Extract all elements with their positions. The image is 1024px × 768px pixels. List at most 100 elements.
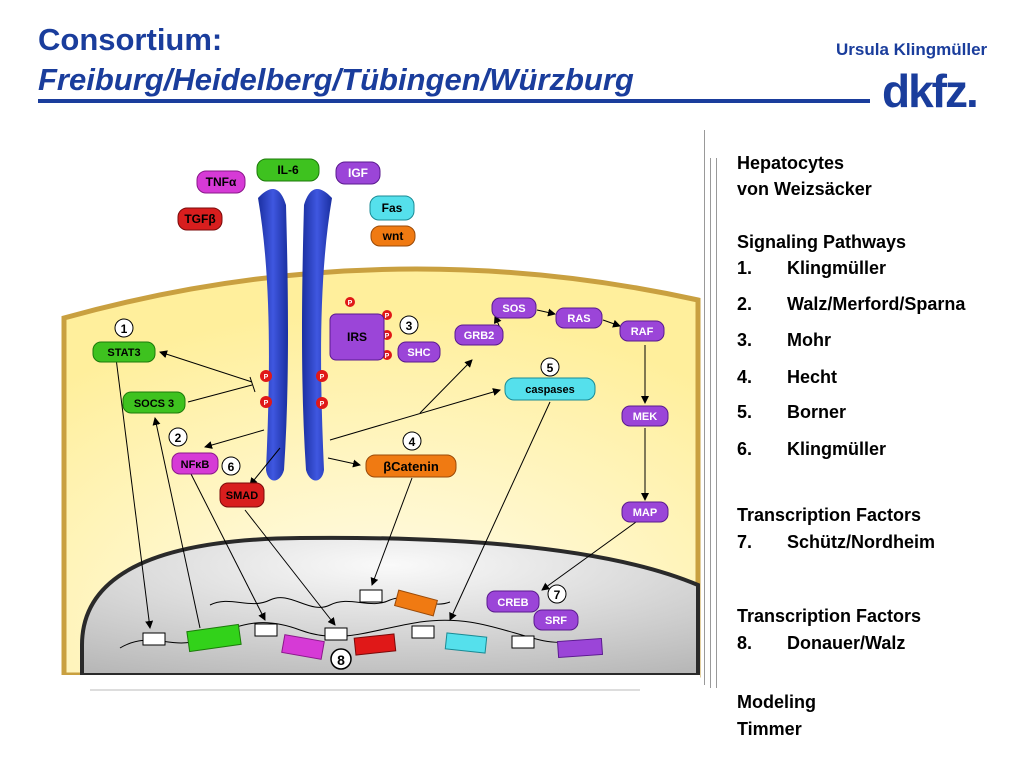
tf-item-2: 8.Donauer/Walz xyxy=(737,633,906,653)
gene-bcatenin-target xyxy=(393,589,439,617)
node-ras: RAS xyxy=(555,307,603,329)
svg-text:1: 1 xyxy=(121,322,128,336)
svg-text:RAS: RAS xyxy=(567,313,590,325)
marker-2: 2 xyxy=(168,427,188,447)
gene-stat3-target xyxy=(186,623,242,653)
wnt-ligand: wnt xyxy=(370,225,416,247)
node-irs: IRS xyxy=(329,313,385,361)
svg-text:RAF: RAF xyxy=(631,326,654,338)
svg-text:βCatenin: βCatenin xyxy=(383,459,439,474)
svg-text:IGF: IGF xyxy=(348,166,368,180)
signaling-arrows xyxy=(115,308,649,629)
divider-line xyxy=(704,130,705,685)
promoter-box xyxy=(359,589,383,603)
promoter-box xyxy=(511,635,535,649)
igf-ligand: IGF xyxy=(335,161,381,185)
svg-text:caspases: caspases xyxy=(525,384,575,396)
svg-text:8: 8 xyxy=(337,652,345,668)
node-socs3: SOCS 3 xyxy=(122,391,186,414)
promoter-box xyxy=(324,627,348,641)
svg-text:P: P xyxy=(264,374,269,381)
signaling-heading: Signaling Pathways xyxy=(737,232,907,252)
svg-text:STAT3: STAT3 xyxy=(107,347,140,359)
hepatocytes-name: von Weizsäcker xyxy=(737,179,872,199)
svg-text:P: P xyxy=(348,300,353,307)
node-grb2: GRB2 xyxy=(454,324,504,346)
node-creb: CREB xyxy=(486,590,540,613)
promoter-box xyxy=(254,623,278,637)
modeling-name: Timmer xyxy=(737,719,802,739)
divider-line xyxy=(716,158,717,688)
node-smad: SMAD xyxy=(219,482,265,508)
tgf-ligand: TGFβ xyxy=(177,207,223,231)
hepatocytes-heading: Hepatocytes xyxy=(737,153,845,173)
svg-text:6: 6 xyxy=(228,460,235,474)
node-shc: SHC xyxy=(397,341,441,363)
modeling-heading: Modeling xyxy=(737,692,816,712)
author-name: Ursula Klingmüller xyxy=(836,40,988,59)
signaling-item: 3.Mohr xyxy=(737,330,831,350)
node-bcatenin: βCatenin xyxy=(365,454,457,478)
svg-text:7: 7 xyxy=(554,588,561,602)
svg-text:NFκB: NFκB xyxy=(181,459,210,471)
promoter-box xyxy=(411,625,435,639)
phospho-dot: P xyxy=(345,297,355,307)
svg-text:P: P xyxy=(385,353,390,360)
marker-4: 4 xyxy=(402,431,422,451)
marker-8: 8 xyxy=(330,648,352,670)
svg-text:5: 5 xyxy=(547,361,554,375)
marker-5: 5 xyxy=(540,357,560,377)
node-stat3: STAT3 xyxy=(92,341,156,363)
tf-heading-2: Transcription Factors xyxy=(737,606,922,626)
title-cities: Freiburg/Heidelberg/Tübingen/Würzburg xyxy=(38,62,634,97)
svg-text:2: 2 xyxy=(175,431,182,445)
svg-text:MAP: MAP xyxy=(633,507,657,519)
node-sos: SOS xyxy=(491,297,537,319)
tf-item-1: 7.Schütz/Nordheim xyxy=(737,532,936,552)
marker-7: 7 xyxy=(547,584,567,604)
svg-text:P: P xyxy=(385,333,390,340)
dkfz-logo: dkfz. xyxy=(882,65,979,117)
svg-text:IRS: IRS xyxy=(347,330,367,344)
phospho-dot: P xyxy=(316,370,328,382)
svg-text:GRB2: GRB2 xyxy=(464,330,495,342)
svg-text:SHC: SHC xyxy=(407,347,430,359)
svg-text:P: P xyxy=(320,401,325,408)
il6-ligand: IL-6 xyxy=(256,158,320,182)
phospho-dot: P xyxy=(260,370,272,382)
svg-text:3: 3 xyxy=(406,319,413,333)
svg-text:TNFα: TNFα xyxy=(206,175,237,189)
title-consortium: Consortium: xyxy=(38,22,223,57)
gene-caspase-target xyxy=(444,632,488,654)
node-caspases: caspases xyxy=(504,377,596,401)
svg-text:CREB: CREB xyxy=(497,597,528,609)
svg-text:SOS: SOS xyxy=(502,303,525,315)
marker-6: 6 xyxy=(221,456,241,476)
gene-creb-srf-target xyxy=(556,637,604,659)
svg-text:SMAD: SMAD xyxy=(226,490,258,502)
signaling-item: 2.Walz/Merford/Sparna xyxy=(737,294,966,314)
divider-line xyxy=(710,158,711,688)
marker-3: 3 xyxy=(399,315,419,335)
tnf-ligand: TNFα xyxy=(196,170,246,194)
tf-heading-1: Transcription Factors xyxy=(737,505,922,525)
svg-text:Fas: Fas xyxy=(382,201,403,215)
node-raf: RAF xyxy=(619,320,665,342)
svg-text:MEK: MEK xyxy=(633,411,658,423)
promoter-box xyxy=(142,632,166,646)
svg-text:4: 4 xyxy=(409,435,416,449)
marker-1: 1 xyxy=(114,318,134,338)
gene-smad-target xyxy=(353,633,397,656)
phospho-dot: P xyxy=(316,397,328,409)
svg-text:P: P xyxy=(320,374,325,381)
il6-receptor xyxy=(258,188,332,481)
svg-text:IL-6: IL-6 xyxy=(277,163,299,177)
svg-text:P: P xyxy=(264,400,269,407)
fas-ligand: Fas xyxy=(369,195,415,221)
node-mek: MEK xyxy=(621,405,669,427)
svg-text:P: P xyxy=(385,313,390,320)
gene-boxes xyxy=(142,589,604,660)
signaling-item: 6.Klingmüller xyxy=(737,439,887,459)
signaling-item: 5.Borner xyxy=(737,402,847,422)
